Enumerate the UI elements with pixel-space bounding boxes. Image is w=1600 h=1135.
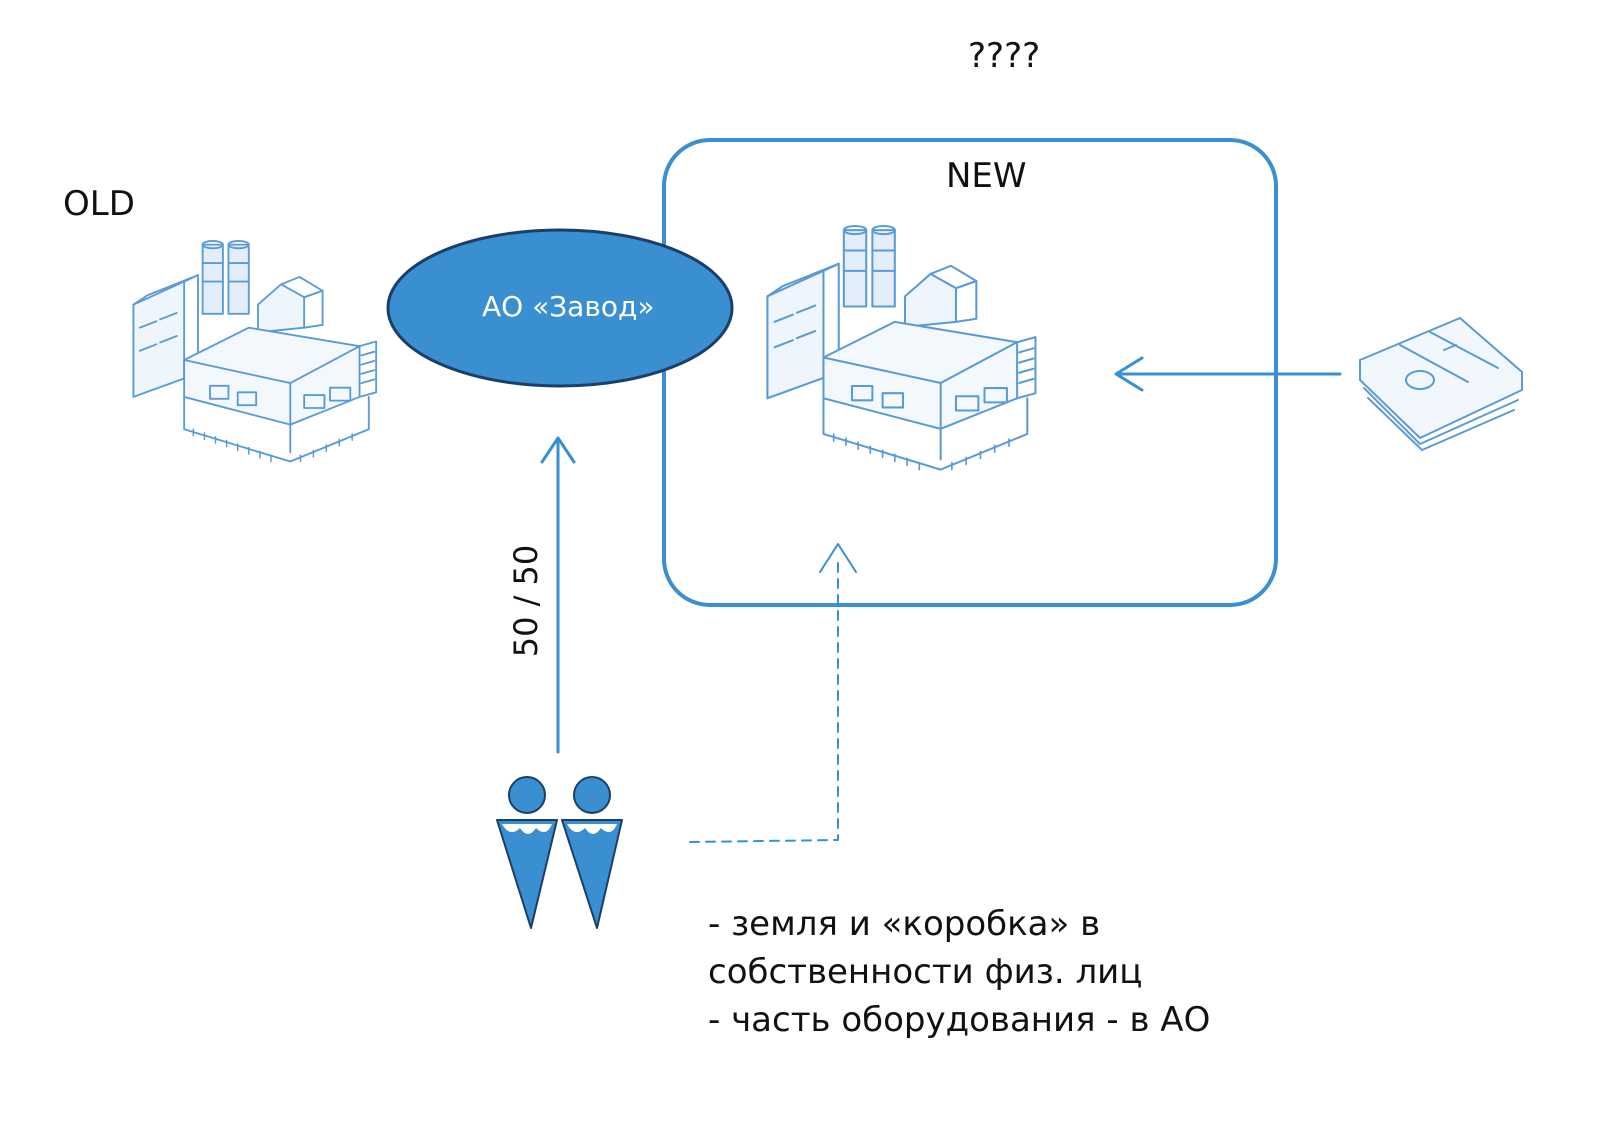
company-ellipse <box>386 228 734 388</box>
money-stack-icon <box>1359 317 1523 451</box>
investment-arrow <box>1114 356 1342 392</box>
notes-block: - земля и «коробка» в собственности физ.… <box>708 900 1210 1044</box>
new-label: NEW <box>946 156 1027 196</box>
asset-ownership-dashed-arrow <box>689 543 857 843</box>
ownership-split-label: 50 / 50 <box>507 544 545 658</box>
note-line: собственности физ. лиц <box>708 952 1143 992</box>
note-line: - земля и «коробка» в <box>708 904 1101 944</box>
people-icon <box>496 776 623 929</box>
person-icon <box>496 776 558 929</box>
new-factory-icon <box>766 225 1037 471</box>
person-icon <box>561 776 623 929</box>
ownership-arrow <box>540 436 576 754</box>
old-factory-icon <box>132 240 378 463</box>
question-label: ???? <box>968 36 1041 76</box>
note-line: - часть оборудования - в АО <box>708 1000 1211 1040</box>
company-label: АО «Завод» <box>482 290 655 323</box>
old-label: OLD <box>63 184 135 224</box>
